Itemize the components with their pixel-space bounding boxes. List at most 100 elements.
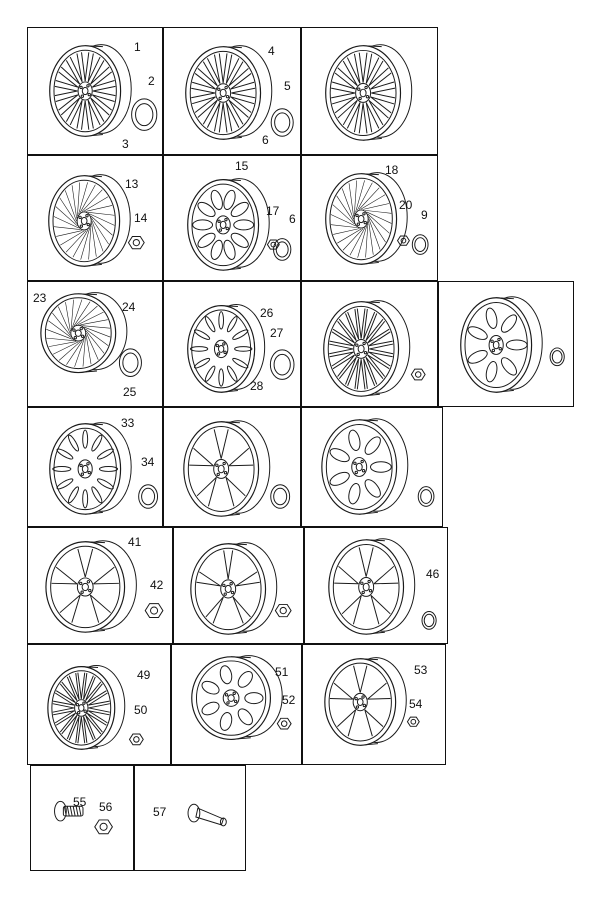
lug-hole	[356, 352, 360, 357]
rim-face	[190, 543, 267, 635]
spoke	[192, 96, 216, 105]
window	[192, 219, 214, 231]
spoke	[55, 94, 79, 102]
spoke	[80, 184, 96, 213]
hub-centre	[217, 464, 225, 474]
spoke	[206, 102, 221, 128]
spoke	[88, 707, 110, 713]
spoke	[338, 357, 357, 379]
wheel-wire	[325, 172, 408, 265]
hub-centre	[227, 694, 235, 702]
callout-number: 46	[426, 567, 440, 581]
rim-lip	[328, 662, 392, 742]
spoke	[345, 313, 357, 341]
bolt-head	[54, 800, 67, 822]
spoke	[333, 228, 360, 235]
spoke	[336, 195, 354, 222]
lug-hole	[80, 472, 85, 476]
hub	[215, 83, 232, 103]
wheel-cross-spoke	[49, 44, 132, 137]
cell-drawing	[191, 655, 292, 741]
spoke	[218, 103, 224, 133]
nut-bore	[133, 736, 140, 743]
spoke	[90, 97, 105, 122]
nut-hex	[276, 717, 292, 730]
spoke	[366, 211, 392, 224]
nut-bore	[279, 606, 287, 615]
spoke	[90, 215, 113, 236]
spoke	[48, 320, 72, 338]
rim-face	[325, 173, 398, 265]
spoke	[87, 99, 101, 126]
lug-hole	[86, 84, 90, 88]
rim-lip	[52, 179, 116, 263]
spoke	[329, 343, 354, 350]
spoke	[347, 311, 360, 340]
spoke	[202, 61, 218, 87]
cap-ring	[423, 613, 435, 628]
hub-cap	[138, 484, 159, 509]
spoke	[330, 214, 356, 227]
spoke	[359, 665, 368, 693]
spoke	[85, 328, 109, 346]
cell-drawing	[49, 44, 158, 137]
spoke	[235, 571, 258, 587]
window	[467, 350, 488, 364]
window	[348, 483, 361, 505]
spoke	[367, 354, 386, 377]
spoke	[225, 477, 235, 507]
wheel-nut	[396, 235, 410, 246]
spoke	[218, 53, 224, 83]
rim-lip	[53, 49, 117, 133]
callout-number: 25	[123, 385, 137, 399]
spoke	[92, 90, 116, 97]
lug-hole	[88, 588, 92, 593]
spoke	[365, 223, 369, 258]
cap-ring	[273, 487, 288, 506]
lug-hole	[223, 592, 227, 596]
spoke	[373, 565, 395, 585]
window	[233, 219, 255, 231]
spoke	[367, 320, 386, 344]
lug-hole	[73, 336, 77, 340]
spoke	[54, 226, 81, 230]
spoke	[225, 58, 240, 84]
spoke	[341, 188, 354, 220]
spoke	[228, 68, 249, 87]
window	[232, 329, 249, 340]
window	[223, 239, 236, 260]
callout-number: 13	[125, 177, 139, 191]
spoke	[357, 225, 367, 258]
cell-drawing	[40, 292, 142, 377]
cell-drawing	[325, 172, 429, 265]
parts-cell	[301, 27, 438, 155]
cap-face	[269, 349, 295, 380]
cell-drawing	[47, 665, 144, 750]
spoke	[64, 190, 77, 222]
spoke	[213, 102, 221, 132]
rim-face	[183, 421, 260, 517]
spoke	[76, 100, 83, 129]
spoke	[60, 66, 80, 85]
cap-face	[549, 347, 565, 367]
spoke	[373, 582, 399, 585]
spoke	[364, 709, 373, 737]
parts-cell: 46	[304, 527, 448, 644]
cap-face	[270, 108, 294, 137]
cap-face	[411, 234, 429, 255]
lug-hole	[224, 217, 228, 222]
hub-centre	[357, 214, 365, 224]
wheel-twin-spoke	[190, 542, 278, 635]
spoke	[213, 429, 222, 459]
spoke	[92, 94, 115, 102]
wheel-teardrop	[191, 655, 283, 741]
spoke	[345, 357, 357, 385]
spoke	[363, 308, 368, 340]
hub	[220, 579, 237, 599]
nut-hex	[94, 819, 113, 835]
spoke	[230, 73, 252, 90]
rim-face	[49, 45, 122, 137]
nut-bore	[150, 606, 159, 615]
